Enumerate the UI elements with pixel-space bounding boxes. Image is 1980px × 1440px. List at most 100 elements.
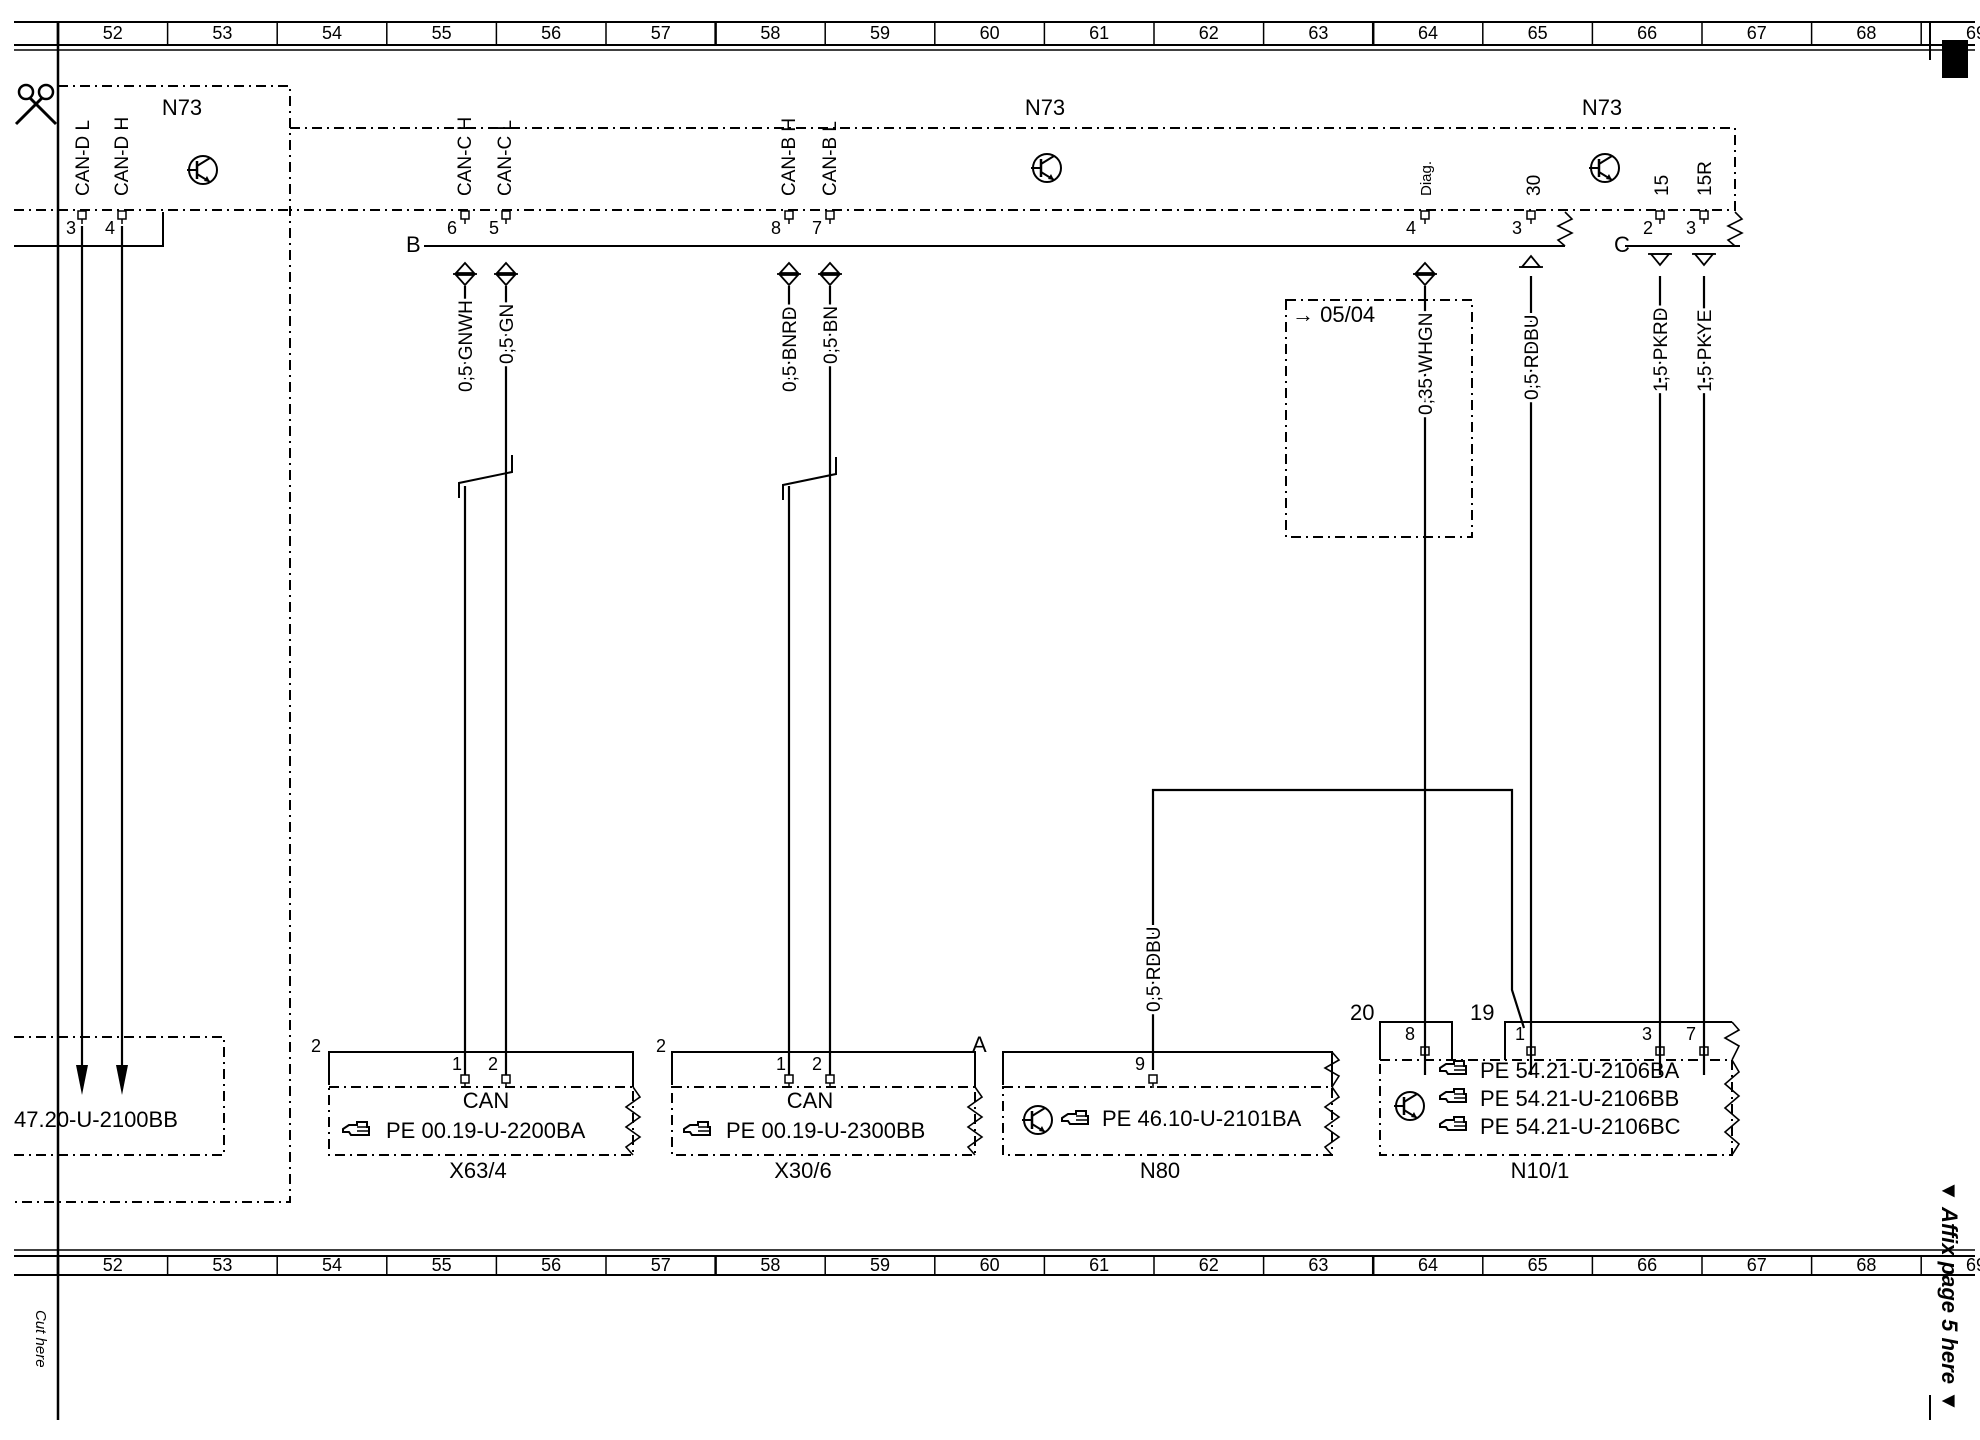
pin-number: 5 xyxy=(489,218,499,238)
ruler-number: 66 xyxy=(1637,23,1657,43)
ruler-number: 53 xyxy=(212,1255,232,1275)
ruler-number: 67 xyxy=(1747,23,1767,43)
reference-box-label: → 05/04 xyxy=(1292,302,1375,327)
connector-c-label: C xyxy=(1614,232,1630,257)
x30-label: X30/6 xyxy=(774,1158,832,1183)
ruler-number: 69 xyxy=(1966,23,1980,43)
connector-bar-left xyxy=(14,212,164,247)
ruler-number: 68 xyxy=(1856,1255,1876,1275)
n73-mid-label: N73 xyxy=(1025,95,1065,120)
pin-number: 7 xyxy=(1686,1024,1696,1044)
bottom-ruler: 525354555657585960616263646566676869 xyxy=(14,1249,1980,1276)
affix-label: ▼ Affix page 5 here ▼ xyxy=(1937,1180,1962,1412)
ruler-number: 59 xyxy=(870,1255,890,1275)
scissors-icon xyxy=(14,83,58,126)
x63-ref: PE 00.19-U-2200BA xyxy=(386,1118,586,1143)
ruler-number: 60 xyxy=(980,23,1000,43)
n10-label: N10/1 xyxy=(1511,1158,1570,1183)
pin-number: 6 xyxy=(447,218,457,238)
ruler-number: 61 xyxy=(1089,1255,1109,1275)
bidirectional-arrow-icon xyxy=(452,262,478,286)
ruler-number: 63 xyxy=(1308,1255,1328,1275)
x63-can-label: CAN xyxy=(463,1088,509,1113)
pin-number: 1 xyxy=(452,1054,462,1074)
n73-left-box xyxy=(14,85,291,1203)
pin-number: 3 xyxy=(1686,218,1696,238)
ruler-number: 62 xyxy=(1199,1255,1219,1275)
pin-number: 2 xyxy=(656,1036,666,1056)
ruler-number: 60 xyxy=(980,1255,1000,1275)
bidirectional-arrow-icon xyxy=(817,262,843,286)
wire-label: 1,5 PKRD xyxy=(1651,308,1672,392)
ruler-number: 52 xyxy=(103,23,123,43)
pin-number: 1 xyxy=(1515,1024,1525,1044)
transistor-icon xyxy=(1587,152,1621,184)
wire-label: 0,5 BN xyxy=(821,306,842,364)
signal-can-d-h: CAN-D H xyxy=(112,117,133,196)
n10-ref-2: PE 54.21-U-2106BB xyxy=(1480,1086,1679,1111)
bidirectional-arrow-icon xyxy=(776,262,802,286)
pin-number: 2 xyxy=(311,1036,321,1056)
n80-label: N80 xyxy=(1140,1158,1180,1183)
pointing-hand-icon xyxy=(342,1121,370,1136)
ruler-number: 54 xyxy=(322,23,342,43)
pointing-hand-icon xyxy=(1439,1060,1467,1075)
twisted-pair-mark xyxy=(458,455,513,498)
wire-label: 0,5 RDBU xyxy=(1144,926,1165,1012)
pin-number: 4 xyxy=(105,218,115,238)
ruler-number: 62 xyxy=(1199,23,1219,43)
left-ref-box xyxy=(14,1036,225,1156)
signal-diag: Diag. xyxy=(1418,161,1435,196)
wire-label: 0,5 BNRD xyxy=(780,306,801,392)
bidirectional-arrow-icon xyxy=(1412,262,1438,286)
n10-connector-line-left xyxy=(1379,1021,1453,1060)
output-arrow-icon xyxy=(1691,253,1717,266)
wire-label: 1,5 PKYE xyxy=(1695,310,1716,392)
n10-box xyxy=(1379,1059,1733,1156)
ruler-number: 64 xyxy=(1418,23,1438,43)
wire-label: 0,5 RDBU xyxy=(1522,314,1543,400)
pointing-hand-icon xyxy=(683,1121,711,1136)
top-ruler: 525354555657585960616263646566676869 xyxy=(14,21,1980,51)
x30-connector-line xyxy=(671,1051,976,1087)
x63-label: X63/4 xyxy=(449,1158,507,1183)
wire-label: 0,35 WHGN xyxy=(1416,313,1437,415)
n80-connector-line xyxy=(1002,1051,1333,1087)
left-ref-label: 47.20-U-2100BB xyxy=(14,1107,178,1132)
x30-ref: PE 00.19-U-2300BB xyxy=(726,1118,925,1143)
ruler-number: 58 xyxy=(760,23,780,43)
pin-number: 3 xyxy=(66,218,76,238)
n73-main-box xyxy=(14,127,1736,211)
ruler-number: 63 xyxy=(1308,23,1328,43)
ruler-number: 57 xyxy=(651,23,671,43)
ruler-number: 65 xyxy=(1528,1255,1548,1275)
ruler-number: 64 xyxy=(1418,1255,1438,1275)
n73-right-label: N73 xyxy=(1582,95,1622,120)
pin-number: 7 xyxy=(812,218,822,238)
pin-number: 2 xyxy=(812,1054,822,1074)
pin-number: 9 xyxy=(1135,1054,1145,1074)
pin-number: 19 xyxy=(1470,1000,1494,1025)
ruler-number: 58 xyxy=(760,1255,780,1275)
n80-ref: PE 46.10-U-2101BA xyxy=(1102,1106,1302,1131)
cut-here-label: Cut here xyxy=(32,1310,49,1368)
pin-number: 2 xyxy=(1643,218,1653,238)
pin-number: 20 xyxy=(1350,1000,1374,1025)
x63-box xyxy=(328,1086,634,1156)
transistor-icon xyxy=(1029,152,1063,184)
ruler-number: 55 xyxy=(432,23,452,43)
ruler-number: 69 xyxy=(1966,1255,1980,1275)
signal-15r: 15R xyxy=(1695,161,1716,196)
bidirectional-arrow-icon xyxy=(493,262,519,286)
signal-can-c-h: CAN-C H xyxy=(455,117,476,196)
wire-label: 0,5 GN xyxy=(497,304,518,364)
ruler-number: 52 xyxy=(103,1255,123,1275)
reference-box xyxy=(1285,299,1473,538)
ruler-number: 54 xyxy=(322,1255,342,1275)
arrow-down-icon xyxy=(116,1065,128,1095)
ruler-number: 61 xyxy=(1089,23,1109,43)
top-pins xyxy=(77,210,1709,225)
ruler-number: 56 xyxy=(541,23,561,43)
x30-box xyxy=(671,1086,976,1156)
